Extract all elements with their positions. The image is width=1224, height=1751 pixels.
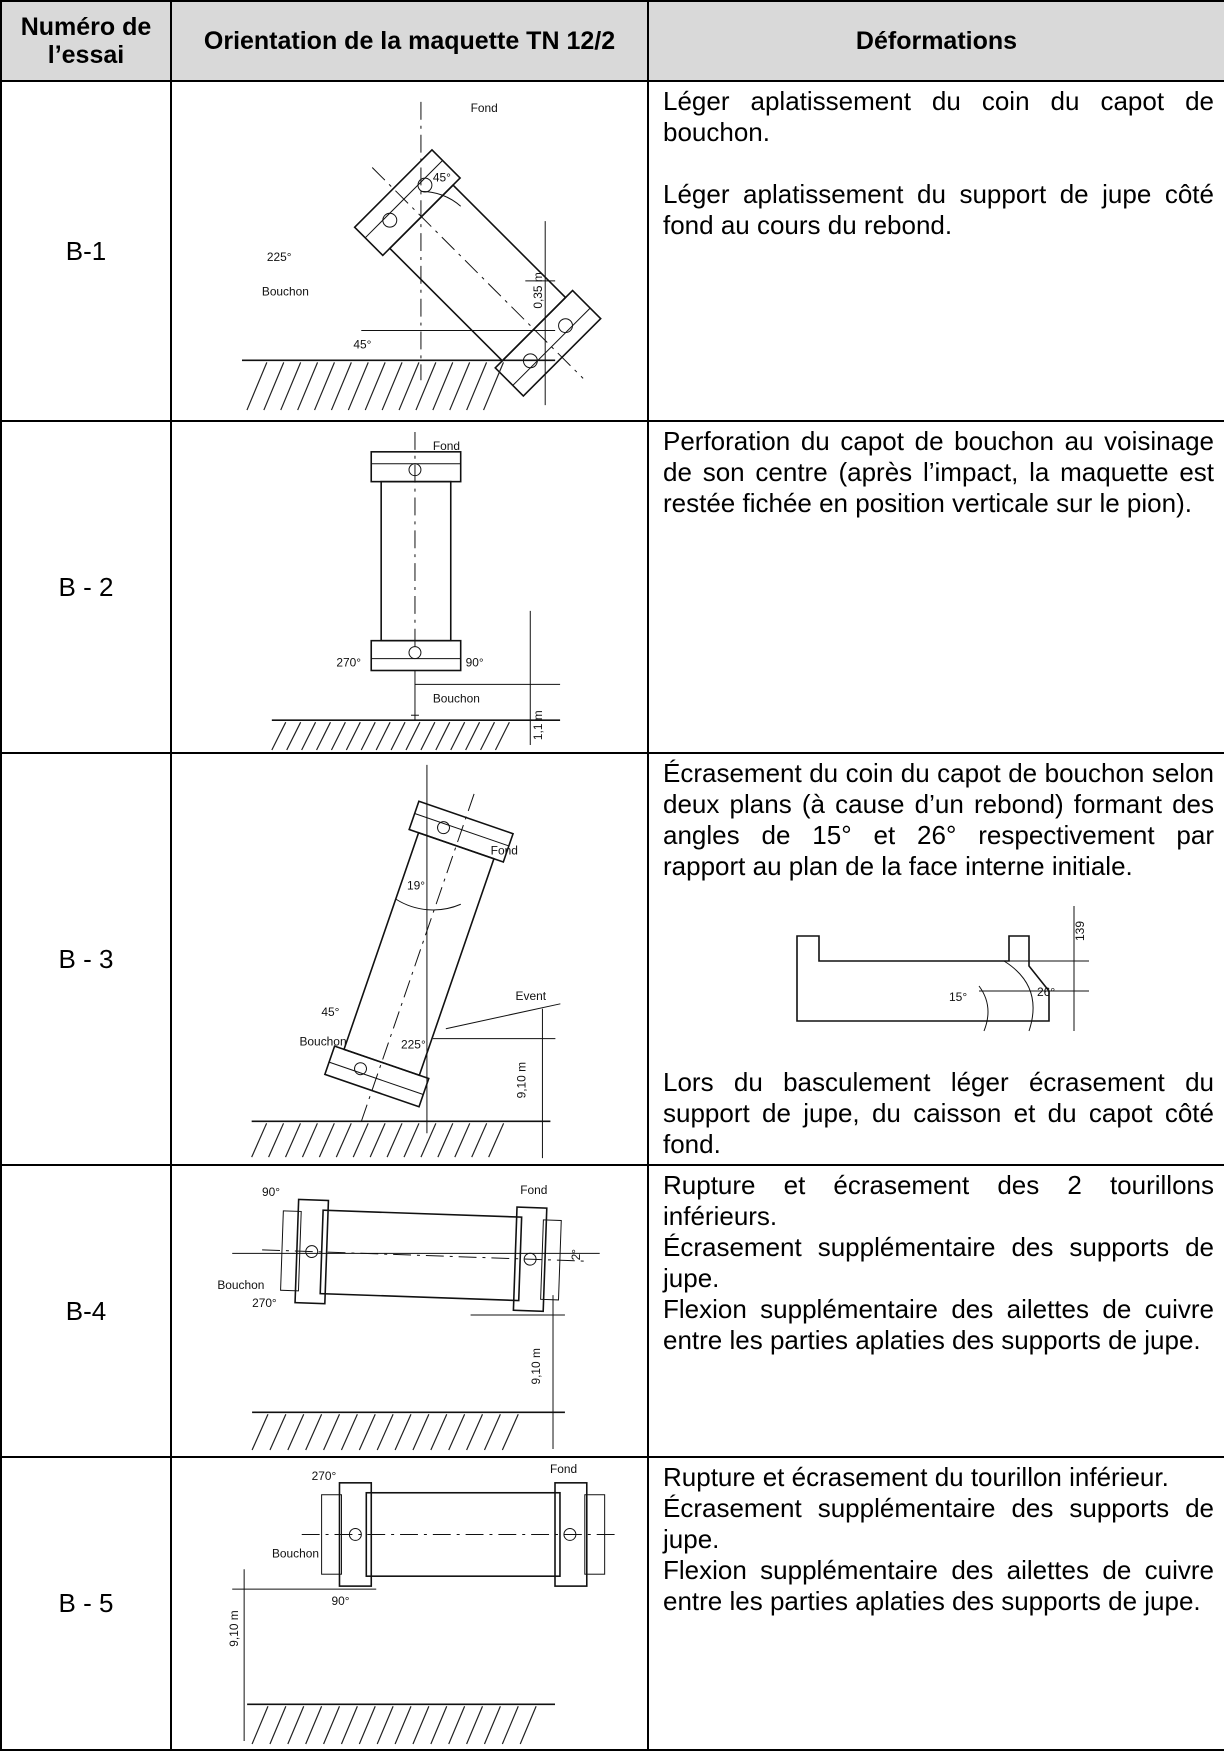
deformation-text: Rupture et écrasement des 2 tourillons i… xyxy=(663,1170,1214,1231)
orientation-figure-b1: Fond 45° 225° Bouchon 45° 0,35 m xyxy=(170,80,649,422)
header-test-number: Numéro de l’essai xyxy=(0,0,172,82)
header-row: Numéro de l’essai Orientation de la maqu… xyxy=(0,0,1224,82)
table-row: B-1 Fond 45° 225° xyxy=(0,80,1224,422)
label-height: 0,35 m xyxy=(531,272,545,308)
deformation-text: Léger aplatissement du support de jupe c… xyxy=(663,179,1214,240)
label-angle: 26° xyxy=(1037,985,1055,999)
test-number: B - 5 xyxy=(0,1456,172,1751)
orientation-figure-b2: Fond 270° 90° Bouchon 1,1 m xyxy=(170,420,649,754)
deformation-text: Rupture et écrasement du tourillon infér… xyxy=(663,1462,1169,1492)
deformation-text: Écrasement supplémentaire des supports d… xyxy=(663,1232,1214,1293)
inclined-cask-diagram: Fond 19° 45° Event Bouchon 225° 9,10 m xyxy=(251,764,561,1159)
deformation-description: Perforation du capot de bouchon au voisi… xyxy=(647,420,1224,754)
deformation-text: Écrasement du coin du capot de bouchon s… xyxy=(663,758,1214,881)
vertical-cask-diagram: Fond 270° 90° Bouchon 1,1 m xyxy=(271,431,561,751)
label-height: 9,10 m xyxy=(515,1062,529,1099)
label-bouchon: Bouchon xyxy=(433,691,480,705)
test-number: B - 3 xyxy=(0,752,172,1166)
deformation-description: Léger aplatissement du coin du capot de … xyxy=(647,80,1224,422)
label-fond: Fond xyxy=(550,1462,577,1476)
label-angle: 2° xyxy=(569,1249,583,1261)
header-orientation: Orientation de la maquette TN 12/2 xyxy=(170,0,649,82)
label-angle: 225° xyxy=(267,250,292,264)
table-row: B - 3 Fond 19° 45° Event xyxy=(0,752,1224,1166)
orientation-figure-b4: 90° Fond 2° Bouchon 270° 9,10 m xyxy=(170,1164,649,1458)
label-height: 1,1 m xyxy=(531,710,545,740)
label-angle: 90° xyxy=(332,1594,350,1608)
tilted-cask-diagram: Fond 45° 225° Bouchon 45° 0,35 m xyxy=(241,101,602,411)
deformation-text: Flexion supplémentaire des ailettes de c… xyxy=(663,1555,1214,1616)
table-row: B-4 90° Fond 2° Bouchon 270° xyxy=(0,1164,1224,1458)
label-fond: Fond xyxy=(471,101,498,115)
label-bouchon: Bouchon xyxy=(272,1546,319,1560)
label-fond: Fond xyxy=(520,1183,547,1197)
label-event: Event xyxy=(516,989,547,1003)
crush-angle-inset-diagram: 139 15° 26° xyxy=(795,906,1089,1032)
label-bouchon: Bouchon xyxy=(262,285,309,299)
orientation-figure-b5: 270° Fond Bouchon 90° 9,10 m xyxy=(170,1456,649,1751)
table-row: B - 5 270° Fond Bouchon 90° 9,10 m xyxy=(0,1456,1224,1751)
label-fond: Fond xyxy=(491,843,518,857)
label-angle: 45° xyxy=(353,337,371,351)
header-deformations: Déformations xyxy=(647,0,1224,82)
test-number: B-4 xyxy=(0,1164,172,1458)
label-bouchon: Bouchon xyxy=(299,1035,346,1049)
deformation-description: Rupture et écrasement des 2 tourillons i… xyxy=(647,1164,1224,1458)
label-angle: 270° xyxy=(252,1296,277,1310)
label-fond: Fond xyxy=(433,439,460,453)
deformation-description: Écrasement du coin du capot de bouchon s… xyxy=(647,752,1224,1166)
label-height: 9,10 m xyxy=(227,1610,241,1646)
label-angle: 45° xyxy=(433,170,451,184)
label-dimension: 139 xyxy=(1073,921,1087,941)
horizontal-cask-diagram: 270° Fond Bouchon 90° 9,10 m xyxy=(227,1462,620,1745)
label-angle: 45° xyxy=(321,1005,339,1019)
orientation-figure-b3: Fond 19° 45° Event Bouchon 225° 9,10 m xyxy=(170,752,649,1166)
deformation-text: Flexion supplémentaire des ailettes de c… xyxy=(663,1294,1214,1355)
deformation-text: Perforation du capot de bouchon au voisi… xyxy=(663,426,1214,518)
label-angle: 90° xyxy=(466,656,484,670)
test-number: B - 2 xyxy=(0,420,172,754)
deformation-text: Léger aplatissement du coin du capot de … xyxy=(663,86,1214,147)
label-angle: 270° xyxy=(336,656,361,670)
label-angle: 90° xyxy=(262,1185,280,1199)
horizontal-cask-diagram: 90° Fond 2° Bouchon 270° 9,10 m xyxy=(217,1183,600,1451)
label-angle: 19° xyxy=(407,878,425,892)
label-angle: 270° xyxy=(312,1469,337,1483)
label-height: 9,10 m xyxy=(529,1348,543,1384)
deformation-text: Lors du basculement léger écrasement du … xyxy=(663,1067,1214,1159)
label-angle: 15° xyxy=(949,990,967,1004)
test-number: B-1 xyxy=(0,80,172,422)
deformation-description: Rupture et écrasement du tourillon infér… xyxy=(647,1456,1224,1751)
label-angle: 225° xyxy=(401,1038,426,1052)
table-row: B - 2 Fond 270° 90° Bouchon 1,1 m xyxy=(0,420,1224,754)
deformation-text: Écrasement supplémentaire des supports d… xyxy=(663,1493,1214,1554)
label-bouchon: Bouchon xyxy=(217,1278,264,1292)
